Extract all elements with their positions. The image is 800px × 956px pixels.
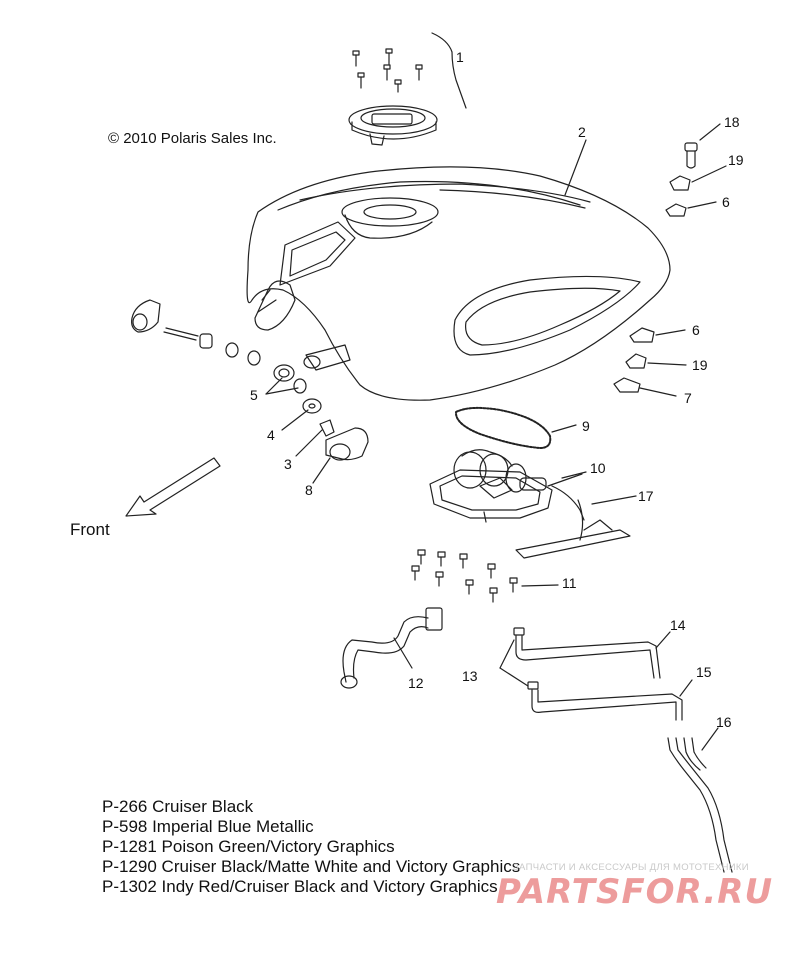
callout-bracket [432, 33, 466, 108]
legend-item: P-266 Cruiser Black [102, 797, 254, 816]
callout-4: 4 [267, 427, 275, 443]
callout-9: 9 [582, 418, 590, 434]
legend-item: P-1281 Poison Green/Victory Graphics [102, 837, 395, 856]
paint-code-legend: P-266 Cruiser Black P-598 Imperial Blue … [102, 797, 520, 897]
drain-hose [668, 728, 732, 872]
callout-10: 10 [590, 460, 606, 476]
callout-17: 17 [638, 488, 654, 504]
callout-2: 2 [578, 124, 586, 140]
fuel-cap [349, 106, 437, 145]
front-direction-label: Front [70, 520, 110, 539]
hardware-top-right [666, 124, 726, 216]
callout-5: 5 [250, 387, 258, 403]
hardware-right [614, 328, 686, 396]
cap-bolt [384, 65, 390, 80]
cap-bolt [395, 80, 401, 92]
leader-lines-left [266, 378, 330, 483]
vent-lines [500, 628, 692, 720]
grommet-set [274, 365, 368, 460]
pump-screws [412, 550, 558, 602]
callout-18: 18 [724, 114, 740, 130]
callout-6b: 6 [692, 322, 700, 338]
callout-12: 12 [408, 675, 424, 691]
callout-6: 6 [722, 194, 730, 210]
cap-bolt [386, 49, 392, 64]
callout-11: 11 [562, 575, 577, 591]
front-direction-arrow [126, 458, 220, 516]
callout-13: 13 [462, 668, 478, 684]
mount-bracket-upper [132, 300, 260, 365]
cap-bolt [416, 65, 422, 80]
legend-item: P-598 Imperial Blue Metallic [102, 817, 314, 836]
callout-8: 8 [305, 482, 313, 498]
callout-14: 14 [670, 617, 686, 633]
fuel-pump-gasket [456, 408, 576, 448]
fuel-cap-assembly [349, 33, 466, 145]
watermark-subtitle: ЗАПЧАСТИ И АКСЕССУАРЫ ДЛЯ МОТОТЕХНИКИ [513, 862, 749, 873]
leader-line [565, 140, 586, 195]
callout-16: 16 [716, 714, 732, 730]
fuel-tank [247, 140, 670, 400]
cap-bolt [358, 73, 364, 88]
fuel-supply-line [341, 608, 442, 688]
callout-7: 7 [684, 390, 692, 406]
fuel-pump-assembly [430, 450, 636, 558]
callout-19: 19 [728, 152, 744, 168]
callout-1: 1 [456, 49, 464, 65]
legend-item: P-1302 Indy Red/Cruiser Black and Victor… [102, 877, 498, 896]
watermark-logo: PARTSFOR.RU [496, 872, 774, 912]
cap-bolt [353, 51, 359, 66]
legend-item: P-1290 Cruiser Black/Matte White and Vic… [102, 857, 521, 876]
callout-19b: 19 [692, 357, 708, 373]
copyright-notice: © 2010 Polaris Sales Inc. [108, 130, 277, 147]
callout-15: 15 [696, 664, 712, 680]
callout-3: 3 [284, 456, 292, 472]
